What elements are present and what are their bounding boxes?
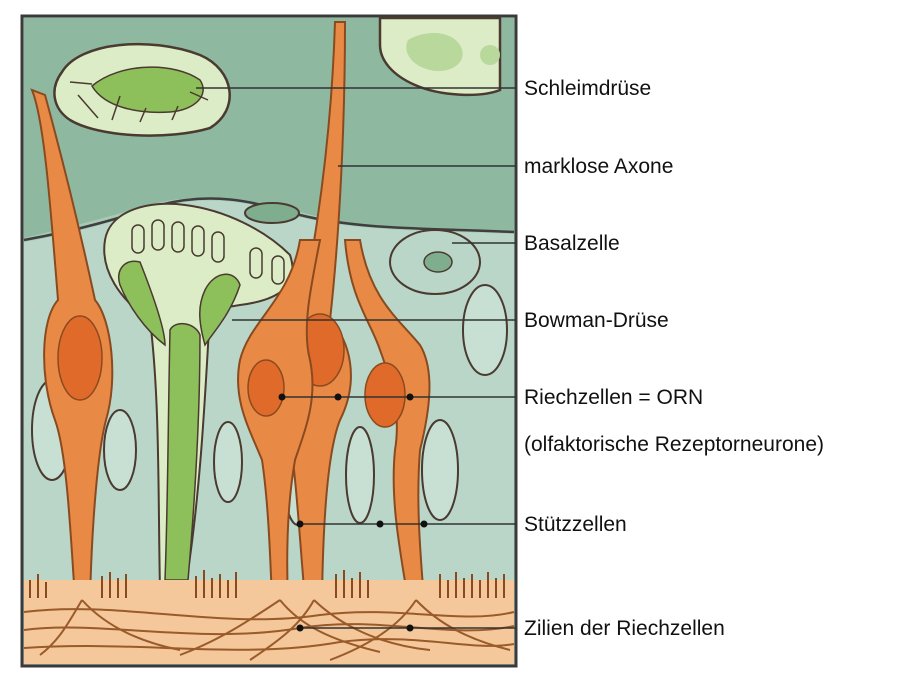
label-stuetzzellen: Stützzellen — [524, 513, 627, 537]
label-zilien: Zilien der Riechzellen — [524, 617, 725, 641]
label-riechzellen-sub: (olfaktorische Rezeptorneurone) — [524, 433, 824, 457]
tissue-illustration — [22, 16, 516, 666]
label-basalzelle: Basalzelle — [524, 232, 620, 256]
schleimdruese-shape — [54, 44, 229, 135]
label-bowman: Bowman-Drüse — [524, 309, 669, 333]
label-schleimdruese: Schleimdrüse — [524, 77, 651, 101]
label-riechzellen: Riechzellen = ORN — [524, 386, 703, 410]
label-axone: marklose Axone — [524, 155, 673, 179]
